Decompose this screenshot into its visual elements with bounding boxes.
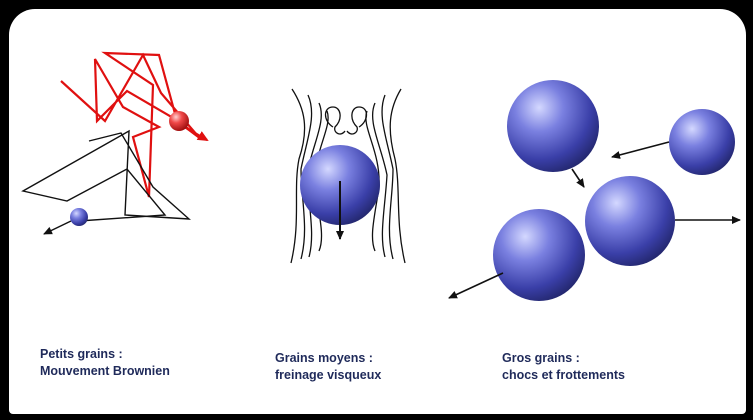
large-grain-bottom-left — [493, 209, 585, 301]
caption-medium-grains: Grains moyens : freinage visqueux — [275, 350, 381, 384]
vortex-right-icon — [347, 107, 367, 134]
caption-medium-grains-line2: freinage visqueux — [275, 367, 381, 384]
red-small-grain — [169, 111, 189, 131]
caption-large-grains: Gros grains : chocs et frottements — [502, 350, 625, 384]
caption-small-grains: Petits grains : Mouvement Brownien — [40, 346, 170, 380]
caption-large-grains-line2: chocs et frottements — [502, 367, 625, 384]
caption-small-grains-line1: Petits grains : — [40, 346, 170, 363]
arrow-bottom-grain-left — [449, 273, 503, 298]
caption-large-grains-line1: Gros grains : — [502, 350, 625, 367]
blue-small-grain — [70, 208, 88, 226]
caption-medium-grains-line1: Grains moyens : — [275, 350, 381, 367]
caption-small-grains-line2: Mouvement Brownien — [40, 363, 170, 380]
small-grains-illustration — [23, 53, 207, 234]
blue-grain-arrow — [44, 221, 71, 234]
arrow-top-grain-down — [572, 169, 584, 187]
large-grain-top-left — [507, 80, 599, 172]
diagram-panel: Petits grains : Mouvement Brownien Grain… — [9, 9, 746, 414]
arrow-right-grain-left — [612, 142, 669, 157]
large-grain-right — [669, 109, 735, 175]
large-grains-illustration — [449, 80, 740, 301]
black-brownian-path — [23, 131, 189, 221]
large-grain-center — [585, 176, 675, 266]
